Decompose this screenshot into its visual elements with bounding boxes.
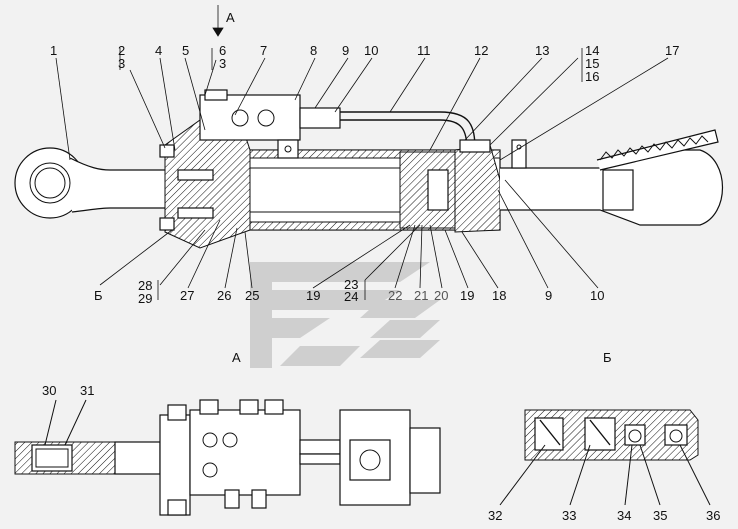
callout-8: 8 [310, 43, 317, 58]
callout-9: 9 [342, 43, 349, 58]
detail-rod-end: 30 31 [14, 383, 161, 475]
callout-15: 15 [585, 56, 599, 71]
callout-29: 29 [138, 291, 152, 306]
callout-10: 10 [364, 43, 378, 58]
callout-26: 26 [217, 288, 231, 303]
callout-10b: 10 [590, 288, 604, 303]
callout-23: 23 [344, 277, 358, 292]
valve-block-top-view [189, 409, 301, 496]
callout-16: 16 [585, 69, 599, 84]
callout-31: 31 [80, 383, 94, 398]
callout-25: 25 [245, 288, 259, 303]
callout-3: 3 [118, 56, 125, 71]
cylinder-main-view [14, 89, 723, 249]
callout-18: 18 [492, 288, 506, 303]
view-a-title: А [232, 350, 241, 365]
view-b-drawing: 32 33 34 35 36 [488, 409, 720, 523]
view-b-title: Б [603, 350, 612, 365]
pipe-line [340, 111, 476, 151]
callout-17: 17 [665, 43, 679, 58]
callout-2: 2 [118, 43, 125, 58]
callout-labels-top: 1 2 3 4 5 6 3 7 8 9 10 11 12 13 14 15 16… [50, 10, 679, 84]
callout-7: 7 [260, 43, 267, 58]
callout-21: 21 [414, 288, 428, 303]
callout-35: 35 [653, 508, 667, 523]
callout-1: 1 [50, 43, 57, 58]
callout-27: 27 [180, 288, 194, 303]
callout-6: 6 [219, 43, 226, 58]
callout-36: 36 [706, 508, 720, 523]
callout-14: 14 [585, 43, 599, 58]
callout-33: 33 [562, 508, 576, 523]
leader-lines [55, 5, 669, 300]
end-cap [454, 144, 501, 233]
callout-b: Б [94, 288, 103, 303]
callout-3b: 3 [219, 56, 226, 71]
callout-22: 22 [388, 288, 402, 303]
callout-28: 28 [138, 278, 152, 293]
logo-watermark-icon [250, 262, 440, 368]
callout-12: 12 [474, 43, 488, 58]
callout-20: 20 [434, 288, 448, 303]
valve-block [199, 94, 301, 141]
callout-13: 13 [535, 43, 549, 58]
callout-11: 11 [417, 43, 431, 58]
callout-9b: 9 [545, 288, 552, 303]
callout-19b: 19 [460, 288, 474, 303]
arrow-a-label: А [226, 10, 235, 25]
callout-30: 30 [42, 383, 56, 398]
callout-labels-bottom: Б 28 29 27 26 25 19 23 24 22 21 20 19 18… [94, 277, 604, 306]
callout-34: 34 [617, 508, 631, 523]
view-a-drawing [159, 399, 441, 516]
callout-4: 4 [155, 43, 162, 58]
callout-19a: 19 [306, 288, 320, 303]
callout-24: 24 [344, 289, 358, 304]
callout-32: 32 [488, 508, 502, 523]
callout-5: 5 [182, 43, 189, 58]
